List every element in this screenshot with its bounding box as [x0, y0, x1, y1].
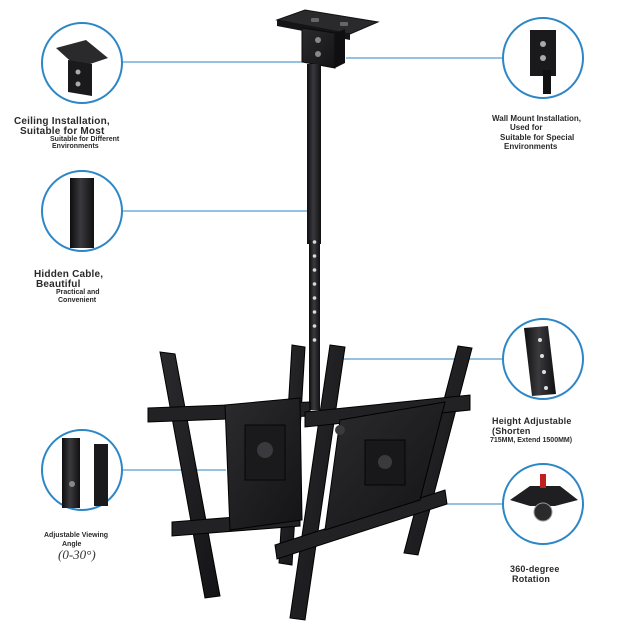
ceiling-label-1: Ceiling Installation,: [14, 116, 110, 127]
wall-label-4: Environments: [504, 142, 558, 151]
wall-label-3: Suitable for Special: [500, 133, 575, 142]
cable-label-2: Beautiful: [36, 279, 81, 290]
callout-cable-circle: [41, 170, 123, 252]
cable-label-1: Hidden Cable,: [34, 269, 104, 280]
ceiling-label-2: Suitable for Most: [20, 126, 105, 137]
telescopic-pole: [307, 64, 321, 410]
tilt-label-2: Angle: [62, 541, 82, 548]
callout-tilt-circle: [41, 429, 123, 511]
height-label-2: (Shorten: [492, 426, 531, 436]
callout-height-circle: [502, 318, 584, 400]
wall-label-2: Used for: [510, 123, 543, 132]
right-tv-bracket: [274, 344, 473, 621]
ceiling-label-4: Environments: [52, 143, 99, 150]
cable-label-3: Practical and: [56, 289, 100, 296]
cable-label-4: Convenient: [58, 297, 97, 304]
wall-label-1: Wall Mount Installation,: [492, 114, 582, 123]
callout-wall-circle: [502, 17, 584, 99]
tilt-label-1: Adjustable Viewing: [44, 532, 109, 539]
height-label-3: 715MM, Extend 1500MM): [490, 437, 573, 444]
callout-ceiling-circle: [41, 22, 123, 104]
height-label-1: Height Adjustable: [492, 416, 572, 426]
rotation-label-2: Rotation: [512, 574, 551, 584]
callout-rotation-circle: [502, 463, 584, 545]
ceiling-bracket: [275, 9, 380, 69]
tilt-label-3: (0-30°): [58, 547, 96, 562]
left-tv-bracket: [147, 344, 311, 599]
rotation-label-1: 360-degree: [510, 564, 560, 574]
ceiling-label-3: Suitable for Different: [50, 136, 120, 143]
